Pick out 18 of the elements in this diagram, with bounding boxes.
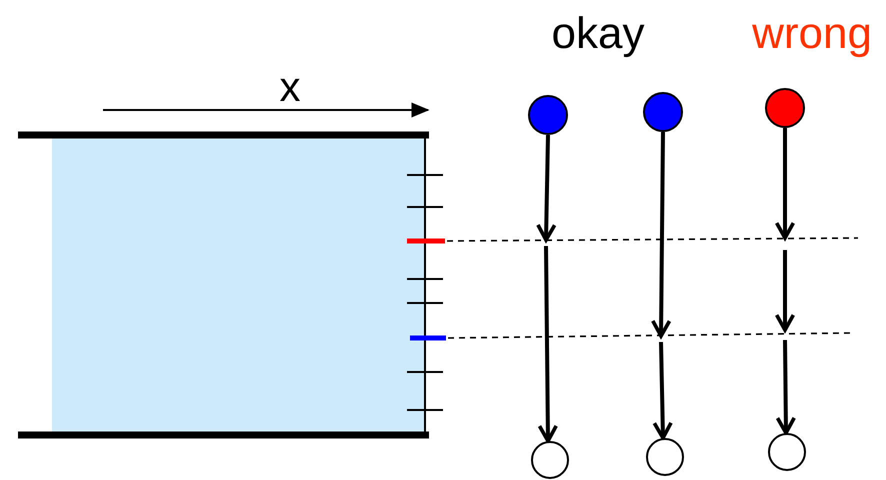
arrow bbox=[774, 250, 796, 332]
empty-circle bbox=[768, 433, 806, 471]
column-heading: okay bbox=[552, 12, 644, 56]
arrow bbox=[538, 246, 558, 443]
axis-label: x bbox=[280, 66, 300, 108]
dashed-line bbox=[448, 331, 850, 340]
dashed-line bbox=[447, 236, 858, 244]
arrow bbox=[776, 340, 796, 435]
particle-circle bbox=[528, 95, 568, 135]
arrow bbox=[650, 132, 672, 338]
empty-circle bbox=[646, 438, 684, 476]
column-heading: wrong bbox=[752, 12, 872, 56]
particle-circle bbox=[765, 88, 805, 128]
particle-circle bbox=[643, 92, 683, 132]
arrow bbox=[536, 134, 556, 242]
empty-circle bbox=[531, 441, 569, 479]
arrow bbox=[774, 128, 796, 240]
arrow bbox=[652, 342, 673, 440]
